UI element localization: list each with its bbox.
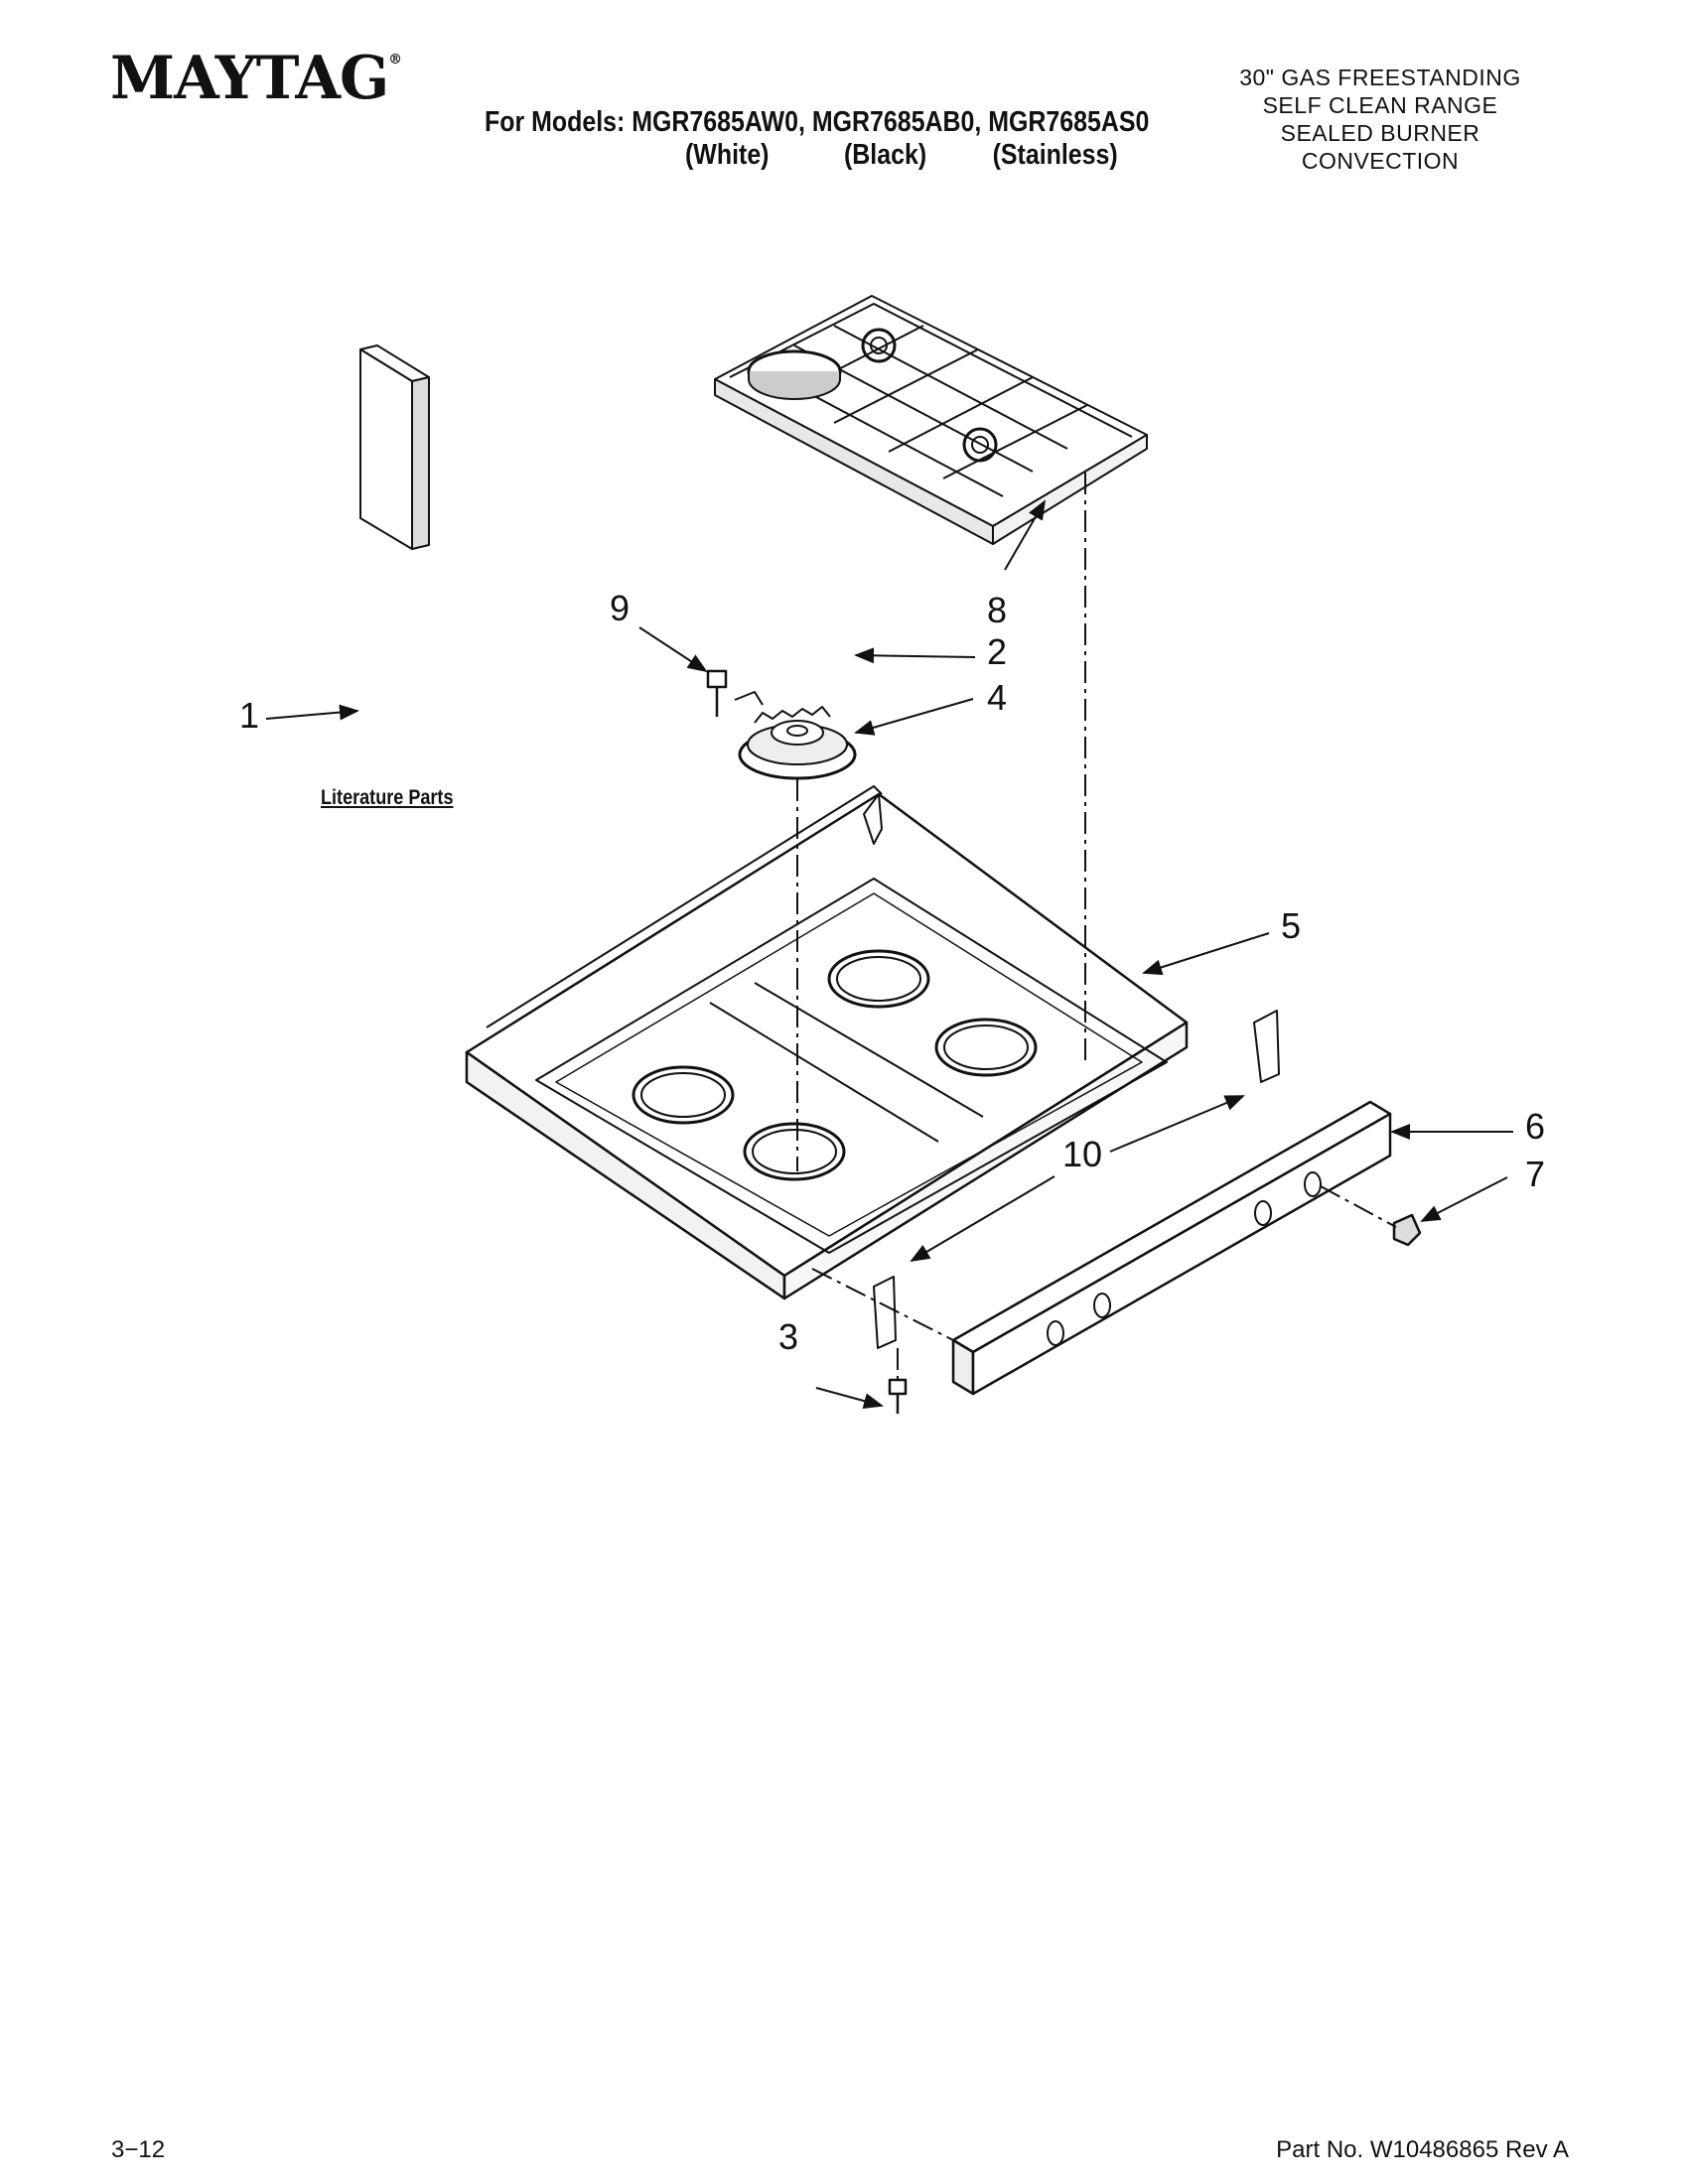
literature-parts-label: Literature Parts: [321, 786, 454, 809]
clip-part: [1392, 1213, 1422, 1247]
callout-arrows: [265, 499, 1513, 1409]
page-number: 3−12: [111, 2136, 166, 2163]
registered-mark: ®: [388, 52, 402, 68]
callout-10: 10: [1062, 1134, 1103, 1174]
models-line: For Models: MGR7685AW0, MGR7685AB0, MGR7…: [485, 106, 1150, 138]
burner-cap-part: [747, 349, 842, 400]
part-number: Part No. W10486865 Rev A: [1276, 2136, 1569, 2163]
screw-part: [706, 669, 764, 717]
brand-name: MAYTAG: [109, 44, 389, 113]
product-line: CONVECTION: [1301, 148, 1460, 174]
manifold-panel-part: [951, 1100, 1392, 1396]
callout-4: 4: [987, 677, 1008, 718]
callout-8: 8: [987, 590, 1008, 630]
grate-part: [714, 295, 1148, 545]
callout-3: 3: [778, 1316, 799, 1357]
bracket-part: [873, 1010, 1280, 1349]
callout-6: 6: [1525, 1106, 1546, 1147]
callout-5: 5: [1281, 905, 1302, 946]
product-description: 30" GAS FREESTANDING SELF CLEAN RANGE SE…: [1201, 64, 1559, 175]
callout-9: 9: [610, 588, 631, 628]
burner-base-part: [738, 706, 857, 780]
product-line: 30" GAS FREESTANDING: [1239, 65, 1521, 90]
variant-stainless: (Stainless): [992, 139, 1118, 171]
product-line: SELF CLEAN RANGE: [1262, 92, 1498, 118]
brand-logo: MAYTAG®: [109, 44, 402, 113]
cooktop-part: [465, 785, 1189, 1300]
callout-2: 2: [987, 631, 1008, 672]
variant-white: (White): [685, 139, 770, 171]
product-line: SEALED BURNER: [1280, 120, 1480, 146]
variant-black: (Black): [843, 139, 927, 171]
callout-1: 1: [239, 695, 260, 736]
callout-7: 7: [1525, 1154, 1546, 1194]
bottom-screw-part: [888, 1378, 908, 1414]
literature-part: [359, 344, 430, 550]
assembly-lines: [796, 473, 1397, 1380]
